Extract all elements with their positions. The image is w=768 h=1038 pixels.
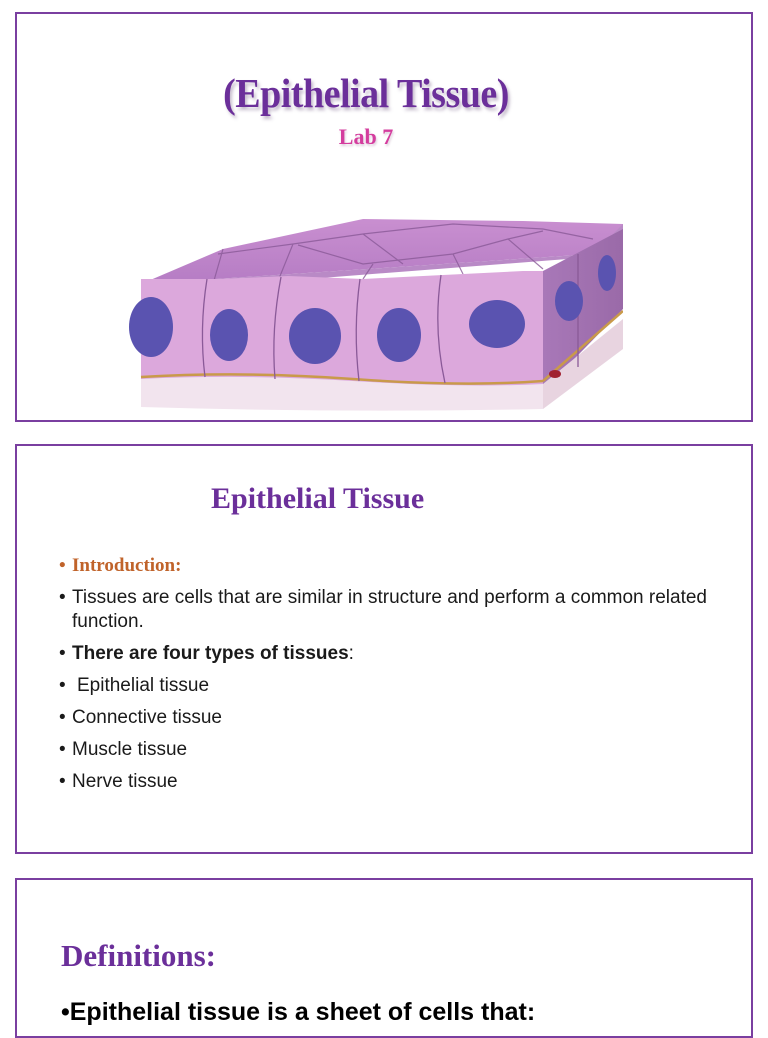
slide-title: (Epithelial Tissue) Lab 7 (15, 12, 753, 422)
slide-heading: Definitions: (61, 938, 216, 973)
bullet-connective: • Connective tissue (59, 707, 222, 728)
slide-heading: Epithelial Tissue (211, 482, 425, 515)
bullet-muscle: • Muscle tissue (59, 739, 188, 760)
bullet-introduction: • Introduction: (59, 555, 182, 576)
slide-definitions: Definitions: •Epithelial tissue is a she… (15, 878, 753, 1038)
slide-introduction: Epithelial Tissue • Introduction: • Tiss… (15, 444, 753, 854)
bullet-nerve: • Nerve tissue (59, 771, 178, 792)
bullet-list: • Introduction: • Tissues are cells that… (57, 554, 717, 802)
bullet-four-types: • There are four types of tissues: (59, 643, 354, 664)
slide-subtitle: Lab 7 (338, 124, 394, 149)
bullet-epithelial: • Epithelial tissue (59, 675, 210, 696)
bullet-definition: • Tissues are cells that are similar in … (59, 587, 707, 632)
definition-line: •Epithelial tissue is a sheet of cells t… (61, 998, 536, 1026)
epithelial-tissue-illustration (129, 219, 623, 411)
slide-title-heading: (Epithelial Tissue) (223, 71, 509, 117)
